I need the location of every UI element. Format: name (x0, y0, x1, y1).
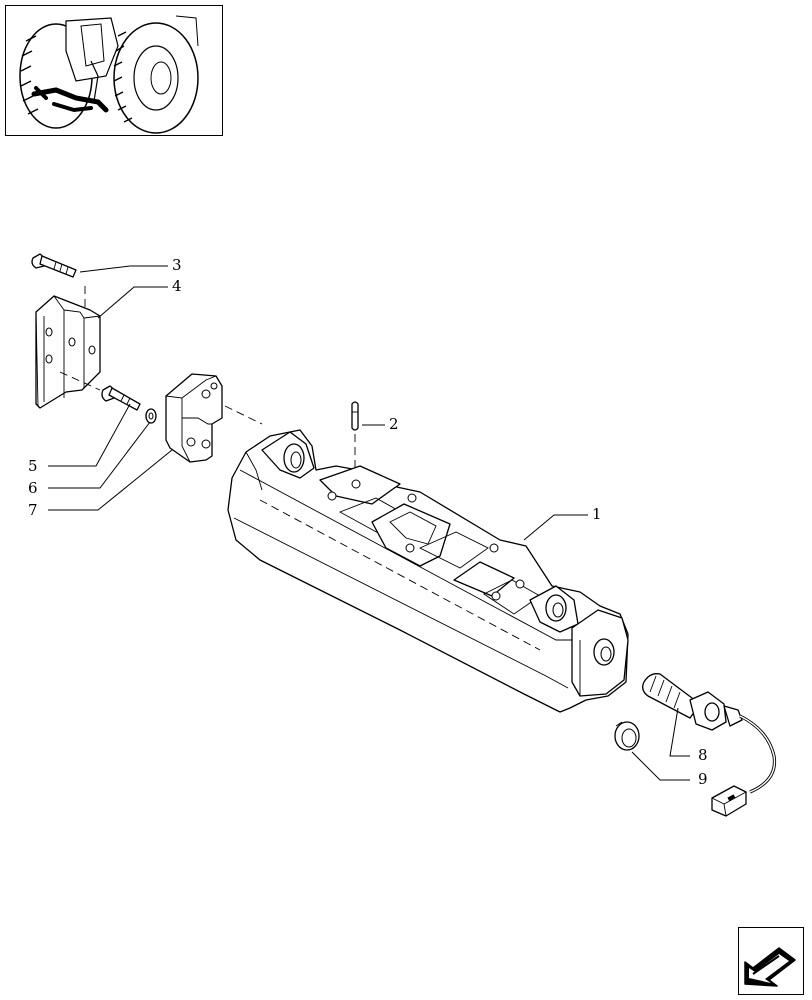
callout-7: 7 (28, 501, 38, 519)
back-navigation-button[interactable] (738, 927, 804, 995)
arrow-back-icon (744, 947, 796, 987)
part-9-clamp (614, 721, 640, 751)
callout-3: 3 (172, 256, 182, 274)
part-2-pin (351, 401, 359, 431)
callout-1: 1 (592, 505, 602, 523)
callout-9: 9 (698, 770, 708, 788)
assembly-axis-line (224, 405, 263, 425)
leader-lines (48, 265, 690, 781)
callout-5: 5 (28, 457, 38, 475)
assembly-axis-line (59, 371, 101, 391)
callout-8: 8 (698, 746, 708, 764)
tractor-locator-thumbnail (5, 5, 223, 136)
part-8-sensor (642, 673, 777, 817)
part-3-bolt (31, 253, 77, 278)
callout-6: 6 (28, 479, 38, 497)
part-4-bracket (35, 295, 101, 409)
part-6-washer (145, 408, 157, 424)
part-5-bolt (101, 385, 141, 411)
part-1-support-beam (227, 429, 629, 713)
part-7-plate (165, 373, 223, 463)
tractor-locator-icon (19, 15, 199, 134)
callout-2: 2 (389, 415, 399, 433)
callout-4: 4 (172, 277, 182, 295)
